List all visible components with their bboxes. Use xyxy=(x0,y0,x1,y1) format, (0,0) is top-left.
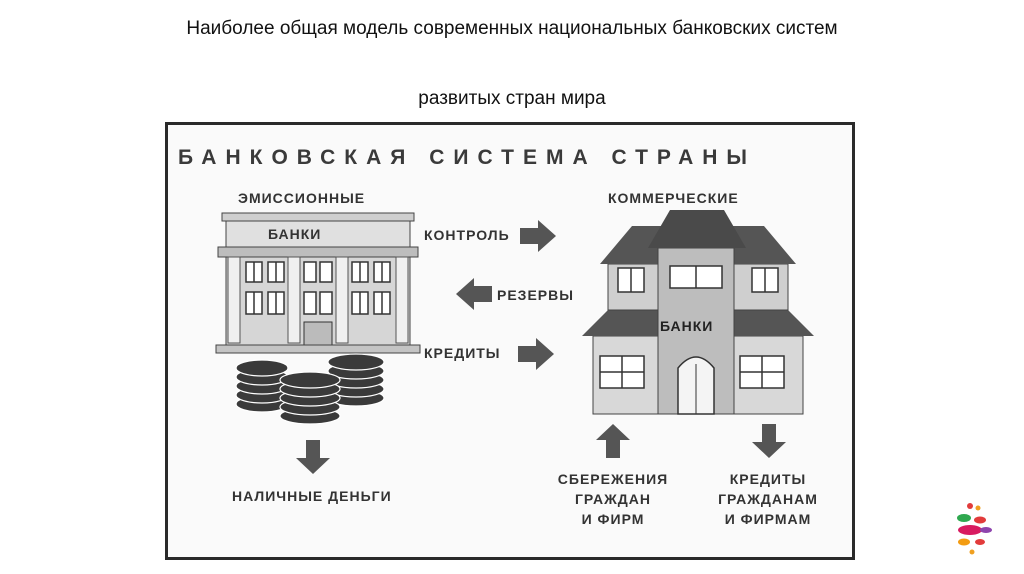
savings-label: СБЕРЕЖЕНИЯ ГРАЖДАН И ФИРМ xyxy=(548,469,678,529)
loans-line: И ФИРМАМ xyxy=(724,511,812,527)
cash-money-label: НАЛИЧНЫЕ ДЕНЬГИ xyxy=(232,488,392,504)
loans-line: ГРАЖДАНАМ xyxy=(718,491,818,507)
loans-line: КРЕДИТЫ xyxy=(729,471,807,487)
presentation-logo-icon xyxy=(957,503,992,555)
credits-arrow-label: КРЕДИТЫ xyxy=(424,345,501,361)
commercial-bank-sign: БАНКИ xyxy=(660,318,714,334)
arrow-right-credits-icon xyxy=(518,338,554,370)
emission-banks-label: ЭМИССИОННЫЕ xyxy=(238,190,366,206)
control-arrow-label: КОНТРОЛЬ xyxy=(424,227,510,243)
arrow-down-cash-icon xyxy=(296,440,330,474)
loans-label: КРЕДИТЫ ГРАЖДАНАМ И ФИРМАМ xyxy=(703,469,833,529)
coins-icon xyxy=(235,353,385,425)
slide-title-line-2: развитых стран мира xyxy=(418,88,606,109)
arrow-down-loans-icon xyxy=(752,424,786,458)
diagram-heading: БАНКОВСКАЯ СИСТЕМА СТРАНЫ xyxy=(178,146,756,169)
arrow-up-savings-icon xyxy=(596,424,630,458)
slide-title-line-1: Наиболее общая модель современных национ… xyxy=(186,18,838,39)
central-bank-sign: БАНКИ xyxy=(268,226,322,242)
savings-line: И ФИРМ xyxy=(581,511,645,527)
savings-line: ГРАЖДАН xyxy=(574,491,651,507)
reserves-arrow-label: РЕЗЕРВЫ xyxy=(497,287,574,303)
arrow-right-control-icon xyxy=(520,220,556,252)
savings-line: СБЕРЕЖЕНИЯ xyxy=(557,471,669,487)
commercial-banks-label: КОММЕРЧЕСКИЕ xyxy=(608,190,739,206)
commercial-bank-building-icon xyxy=(582,210,814,415)
arrow-left-reserves-icon xyxy=(456,278,492,310)
central-bank-building-icon xyxy=(215,212,421,354)
